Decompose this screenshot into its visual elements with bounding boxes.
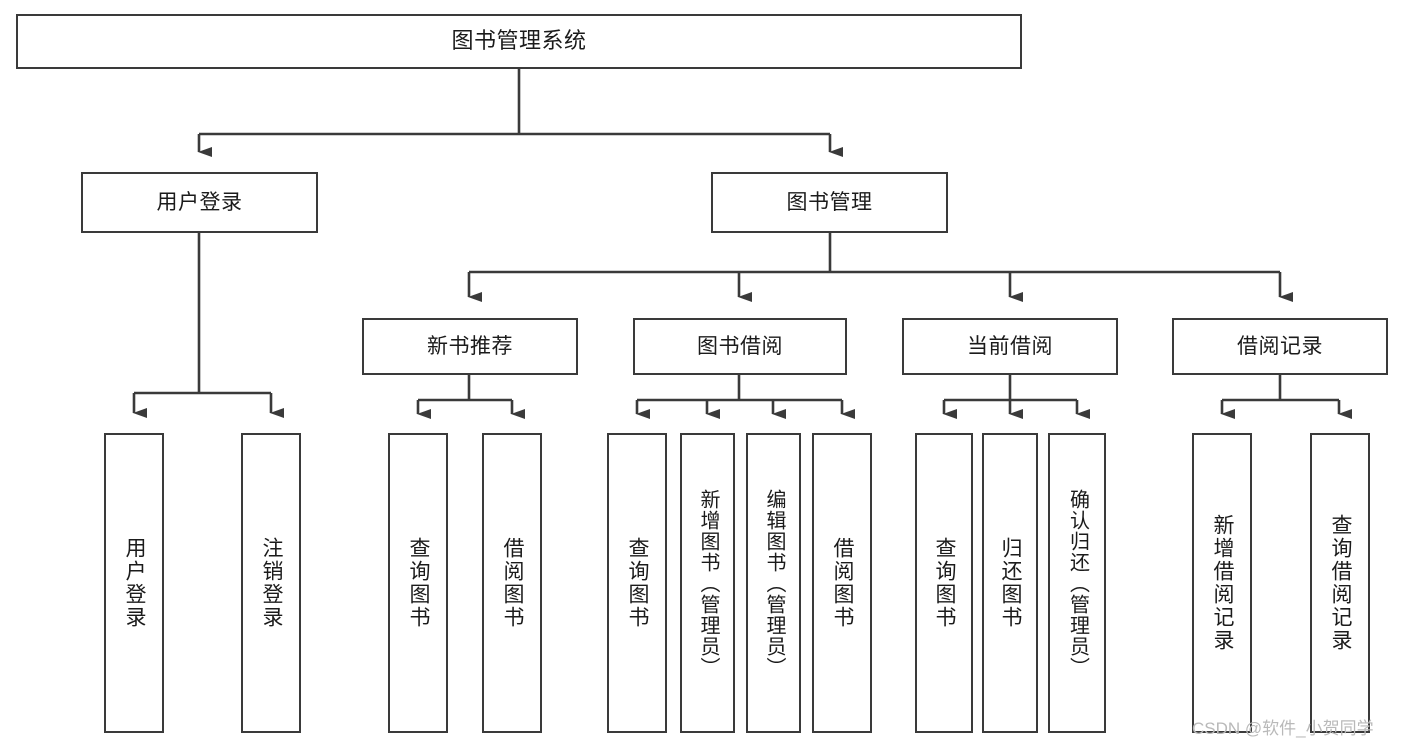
node-label: 当前借阅 — [967, 334, 1053, 358]
node-leaf-borrow-books-recommendation[interactable]: 借阅图书 — [482, 433, 542, 733]
csdn-watermark: CSDN @软件_小贺同学 — [1192, 719, 1374, 738]
node-label: 确认归还（管理员） — [1066, 488, 1089, 678]
node-label: 用户登录 — [156, 190, 243, 214]
node-label: 注销登录 — [260, 537, 284, 629]
node-leaf-logout[interactable]: 注销登录 — [241, 433, 301, 733]
node-label: 新增借阅记录 — [1211, 514, 1235, 652]
node-leaf-add-borrowing-record[interactable]: 新增借阅记录 — [1192, 433, 1252, 733]
node-label: 图书管理系统 — [451, 28, 587, 54]
node-label: 新书推荐 — [427, 334, 513, 358]
node-leaf-return-books[interactable]: 归还图书 — [982, 433, 1038, 733]
node-book-management[interactable]: 图书管理 — [711, 172, 948, 233]
node-label: 查询图书 — [407, 537, 431, 629]
node-borrowing-records[interactable]: 借阅记录 — [1172, 318, 1388, 375]
node-current-borrowing[interactable]: 当前借阅 — [902, 318, 1118, 375]
node-label: 查询借阅记录 — [1329, 514, 1353, 652]
node-leaf-add-book-admin[interactable]: 新增图书（管理员） — [680, 433, 735, 733]
node-leaf-borrow-books-borrowing[interactable]: 借阅图书 — [812, 433, 872, 733]
node-leaf-edit-book-admin[interactable]: 编辑图书（管理员） — [746, 433, 801, 733]
node-label: 图书管理 — [786, 190, 873, 214]
node-leaf-query-books-recommendation[interactable]: 查询图书 — [388, 433, 448, 733]
node-label: 编辑图书（管理员） — [763, 488, 785, 678]
node-label: 查询图书 — [933, 537, 957, 629]
node-book-borrowing[interactable]: 图书借阅 — [633, 318, 847, 375]
node-leaf-confirm-return-admin[interactable]: 确认归还（管理员） — [1048, 433, 1106, 733]
node-label: 查询图书 — [626, 537, 650, 629]
node-root-library-management-system[interactable]: 图书管理系统 — [16, 14, 1022, 69]
node-label: 归还图书 — [999, 537, 1023, 629]
node-leaf-query-books-borrowing[interactable]: 查询图书 — [607, 433, 667, 733]
node-leaf-user-login[interactable]: 用户登录 — [104, 433, 164, 733]
node-label: 新增图书（管理员） — [697, 488, 719, 678]
node-label: 借阅图书 — [501, 537, 525, 629]
node-label: 借阅图书 — [831, 537, 855, 629]
node-leaf-query-borrowing-record[interactable]: 查询借阅记录 — [1310, 433, 1370, 733]
node-label: 用户登录 — [123, 537, 147, 629]
node-leaf-query-books-current[interactable]: 查询图书 — [915, 433, 973, 733]
node-label: 图书借阅 — [697, 334, 783, 358]
node-new-book-recommendation[interactable]: 新书推荐 — [362, 318, 578, 375]
node-label: 借阅记录 — [1237, 334, 1323, 358]
node-user-login[interactable]: 用户登录 — [81, 172, 318, 233]
